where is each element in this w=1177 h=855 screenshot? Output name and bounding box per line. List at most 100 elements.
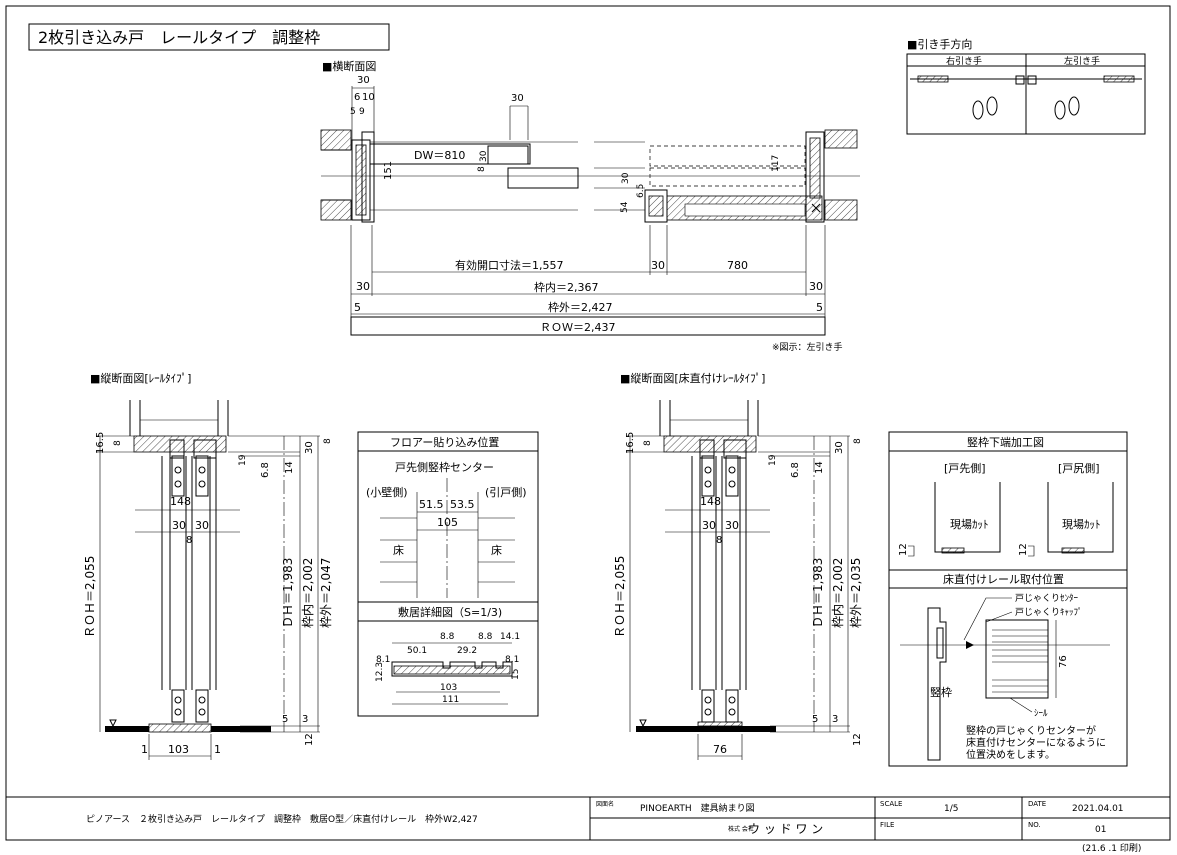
sill-heading: 敷居詳細図（S=1/3) <box>398 605 502 619</box>
floorrail-dim-16-5: 16.5 <box>625 432 636 454</box>
rail-outer: 枠外＝2,047 <box>319 558 333 628</box>
jamb-dim-12a: 12 <box>898 543 909 556</box>
plan-heading: ■横断面図 <box>322 59 376 73</box>
plan-dim-30-mid: 30 <box>621 172 631 184</box>
floor-left-label: (小壁側) <box>366 485 408 499</box>
footer-date: 2021.04.01 <box>1072 804 1124 814</box>
rail-dim-148: 148 <box>170 495 191 508</box>
plan-outer-5a: 5 <box>354 301 361 314</box>
railpos-center: 戸じゃくりｾﾝﾀｰ <box>1015 593 1079 604</box>
pull-heading: ■引き手方向 <box>907 37 972 51</box>
footer-company-label: 株式 会社 <box>728 825 754 833</box>
jamb-dim-12b: 12 <box>1018 543 1029 556</box>
plan-outer-frame: 枠外＝2,427 <box>548 300 613 314</box>
plan-inner-30a: 30 <box>356 280 370 293</box>
rail-roh: ＲＯＨ＝2,055 <box>83 556 97 638</box>
floor-sub: 戸先側竪枠センター <box>395 460 494 474</box>
rail-dim-3: 3 <box>302 714 308 725</box>
floorrail-roh: ＲＯＨ＝2,055 <box>613 556 627 638</box>
rail-dim-19: 19 <box>238 454 248 466</box>
footer-no: 01 <box>1095 825 1106 835</box>
railpos-note-2: 床直付けセンターになるように <box>966 736 1106 749</box>
sheet-border <box>5 5 1171 841</box>
title-block: 2枚引き込み戸 レールタイプ 調整枠 <box>28 23 390 51</box>
floorrail-dim-30: 30 <box>834 441 845 454</box>
floorrail-dim-30a: 30 <box>702 519 716 532</box>
footer-drawing-label: 図面名 <box>596 800 614 808</box>
floorrail-dim-8b: 8 <box>853 438 863 444</box>
plan-dim-6: 6 <box>354 92 360 103</box>
sill-dim-103: 103 <box>440 683 457 693</box>
footer-description: ピノアース ２枚引き込み戸 レールタイプ 調整枠 敷居O型／床直付けレール 枠外… <box>86 813 478 825</box>
floor-right-floor: 床 <box>491 543 502 557</box>
plan-dim-8: 8 <box>477 166 487 172</box>
floor-dim-53-5: 53.5 <box>450 498 475 511</box>
plan-dim-30-door: 30 <box>511 93 524 104</box>
floorrail-dim-30b: 30 <box>725 519 739 532</box>
title-footer: ピノアース ２枚引き込み戸 レールタイプ 調整枠 敷居O型／床直付けレール 枠外… <box>6 796 1170 854</box>
railpos-note-1: 竪枠の戸じゃくりセンターが <box>966 724 1096 737</box>
jamb-cut-2: 現場ｶｯﾄ <box>1062 518 1101 531</box>
rail-inner: 枠内＝2,002 <box>301 558 315 628</box>
sill-dim-14-1: 14.1 <box>500 632 520 642</box>
floorrail-dim-14: 14 <box>814 461 825 474</box>
railpos-dim-76: 76 <box>1058 655 1069 668</box>
sill-dim-8-1a: 8.1 <box>376 655 390 665</box>
sill-dim-29-2: 29.2 <box>457 646 477 656</box>
floorrail-dh: ＤＨ＝1,983 <box>811 558 825 628</box>
floorrail-inner: 枠内＝2,002 <box>831 558 845 628</box>
plan-row: ＲＯＷ＝2,437 <box>540 321 616 334</box>
jamb-back-label: [戸尻側] <box>1058 462 1100 475</box>
floor-heading: フロアー貼り込み位置 <box>390 435 499 449</box>
plan-dw: DW＝810 <box>414 149 465 162</box>
floor-left-floor: 床 <box>393 543 404 557</box>
rail-dh: ＤＨ＝1,983 <box>281 558 295 628</box>
rail-dim-16-5: 16.5 <box>95 432 106 454</box>
rail-dim-8b: 8 <box>323 438 333 444</box>
floorrail-dim-19: 19 <box>768 454 778 466</box>
pull-left-label: 左引き手 <box>1064 55 1100 67</box>
plan-eff-780: 780 <box>727 259 748 272</box>
railpos-note-3: 位置決めをします。 <box>966 748 1055 761</box>
rail-dim-30: 30 <box>304 441 315 454</box>
floorrail-dim-8a: 8 <box>643 440 653 446</box>
rail-position-box: 床直付けレール取付位置 戸じゃくりｾﾝﾀｰ 戸じゃくりｷｬｯﾌﾟ 竪枠 ｼｰﾙ … <box>888 569 1128 767</box>
floorrail-dim-12: 12 <box>852 733 863 746</box>
section-rail-heading: ■縦断面図[ﾚｰﾙﾀｲﾌﾟ] <box>90 371 191 385</box>
page-title: 2枚引き込み戸 レールタイプ 調整枠 <box>38 28 320 47</box>
floorrail-bottom-76: 76 <box>713 743 727 756</box>
plan-dim-30-leaf: 30 <box>479 150 489 162</box>
plan-dim-117: 117 <box>771 155 781 172</box>
plan-dim-54: 54 <box>620 201 630 213</box>
floor-dim-51-5: 51.5 <box>419 498 444 511</box>
floor-right-label: (引戸側) <box>485 485 527 499</box>
rail-dim-6-8: 6.8 <box>260 462 271 478</box>
railpos-jamb: 竪枠 <box>930 685 952 699</box>
footer-company: ウ ッ ド ワ ン <box>748 822 823 836</box>
rail-dim-14: 14 <box>284 461 295 474</box>
railpos-cap: 戸じゃくりｷｬｯﾌﾟ <box>1015 607 1083 618</box>
pull-right-label: 右引き手 <box>946 55 982 67</box>
footer-print: (21.6 .1 印刷) <box>1082 842 1141 854</box>
jamb-heading: 竪枠下端加工図 <box>967 435 1044 449</box>
plan-inner-30b: 30 <box>809 280 823 293</box>
footer-no-label: NO. <box>1028 821 1041 829</box>
rail-bottom-103: 103 <box>168 743 189 756</box>
rail-dim-12: 12 <box>304 733 315 746</box>
plan-dim-5: 5 <box>350 107 356 117</box>
footer-file-label: FILE <box>880 821 894 829</box>
sill-dim-15: 15 <box>511 669 521 680</box>
section-rail: ■縦断面図[ﾚｰﾙﾀｲﾌﾟ] 148 30 30 8 <box>83 371 333 760</box>
sill-dim-111: 111 <box>442 695 459 705</box>
rail-dim-8a: 8 <box>113 440 123 446</box>
floorrail-outer: 枠外＝2,035 <box>849 558 863 628</box>
rail-dim-30a: 30 <box>172 519 186 532</box>
sill-dim-8-8b: 8.8 <box>478 632 493 642</box>
footer-date-label: DATE <box>1028 800 1046 808</box>
footer-scale: 1/5 <box>944 804 958 814</box>
pull-direction: ■引き手方向 右引き手 左引き手 <box>906 37 1146 135</box>
floor-position-box: フロアー貼り込み位置 戸先側竪枠センター (小壁側) (引戸側) 51.5 53… <box>357 431 539 603</box>
railpos-seal: ｼｰﾙ <box>1034 709 1048 719</box>
plan-dim-9: 9 <box>359 107 365 117</box>
